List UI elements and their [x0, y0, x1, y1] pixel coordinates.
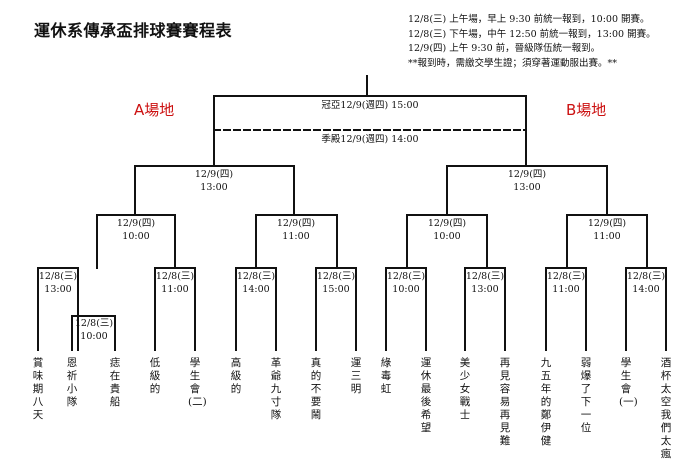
- match-date: 12/9(四): [195, 169, 233, 180]
- match-date: 12/8(三): [387, 271, 425, 282]
- team-name: 痣在貴船: [109, 357, 121, 408]
- match-date: 12/8(三): [39, 271, 77, 282]
- match-time: 11:00: [593, 231, 620, 242]
- team-name: 綠毒虹: [380, 357, 392, 395]
- match-time: 15:00: [322, 284, 349, 295]
- match-time: 13:00: [471, 284, 498, 295]
- match-time: 14:00: [632, 284, 659, 295]
- round1-line: [315, 267, 357, 351]
- venue-b-label: B場地: [566, 101, 607, 119]
- match-time: 13:00: [513, 182, 540, 193]
- team-name: 九五年的鄭伊健: [540, 357, 552, 447]
- quarter-line: [406, 214, 488, 269]
- match-time: 11:00: [161, 284, 188, 295]
- team-name: 運休最後希望: [420, 357, 432, 434]
- match-date: 12/8(三): [466, 271, 504, 282]
- match-date: 12/8(三): [547, 271, 585, 282]
- third-place-label: 季殿12/9(週四) 14:00: [321, 133, 418, 145]
- final-line: [213, 75, 527, 167]
- semi-b-line: [446, 165, 608, 216]
- round1-line: [464, 267, 506, 351]
- match-date: 12/9(四): [588, 218, 626, 229]
- match-date: 12/9(四): [277, 218, 315, 229]
- page-title: 運休系傳承盃排球賽賽程表: [34, 21, 233, 40]
- team-name: 弱爆了下一位: [580, 357, 592, 434]
- match-date: 12/8(三): [317, 271, 355, 282]
- match-time: 10:00: [433, 231, 460, 242]
- round1-line: [385, 267, 427, 351]
- team-name: 酒杯太空我們太瘋: [660, 357, 672, 460]
- note-line: 12/8(三) 下午場，中午 12:50 前統一報到，13:00 開賽。: [408, 28, 656, 40]
- match-date: 12/8(三): [75, 318, 113, 329]
- team-name: 美少女戰士: [459, 357, 471, 421]
- match-date: 12/9(四): [117, 218, 155, 229]
- match-date: 12/8(三): [156, 271, 194, 282]
- quarter-line: [255, 214, 338, 269]
- match-time: 11:00: [282, 231, 309, 242]
- round1-line: [235, 267, 277, 351]
- note-line: **報到時，需繳交學生證；須穿著運動服出賽。**: [408, 57, 618, 69]
- quarter-line: [96, 214, 176, 269]
- match-time: 13:00: [200, 182, 227, 193]
- quarter-line: [566, 214, 648, 269]
- match-date: 12/9(四): [428, 218, 466, 229]
- team-name: 運三明: [350, 357, 362, 395]
- venue-a-label: A場地: [134, 101, 175, 119]
- team-name: 高級的: [230, 357, 242, 395]
- team-name: 再見容易再見難: [499, 357, 511, 447]
- match-date: 12/8(三): [237, 271, 275, 282]
- match-date: 12/8(三): [627, 271, 665, 282]
- team-name: 學生會(二): [188, 357, 207, 408]
- match-time: 10:00: [122, 231, 149, 242]
- match-time: 14:00: [242, 284, 269, 295]
- match-time: 13:00: [44, 284, 71, 295]
- team-name: 恩祈小隊: [66, 357, 78, 408]
- semi-a-line: [134, 165, 295, 216]
- final-label: 冠亞12/9(週四) 15:00: [321, 99, 418, 111]
- team-name: 學生會(一): [619, 357, 638, 408]
- round1-line: [154, 267, 196, 351]
- note-line: 12/9(四) 上午 9:30 前，晉級隊伍統一報到。: [408, 43, 601, 54]
- team-name: 低級的: [149, 357, 161, 395]
- round1-line: [625, 267, 667, 351]
- note-line: 12/8(三) 上午場，早上 9:30 前統一報到，10:00 開賽。: [408, 14, 650, 25]
- match-time: 11:00: [552, 284, 579, 295]
- match-time: 10:00: [392, 284, 419, 295]
- match-time: 10:00: [80, 331, 107, 342]
- prelim-line: [71, 315, 116, 351]
- round1-line: [37, 267, 79, 351]
- team-name: 真的不要鬧: [310, 357, 322, 421]
- schedule-notes: 12/8(三) 上午場，早上 9:30 前統一報到，10:00 開賽。 12/8…: [408, 13, 656, 71]
- round1-line: [545, 267, 587, 351]
- match-date: 12/9(四): [508, 169, 546, 180]
- team-name: 賞味期八天: [32, 357, 44, 421]
- team-name: 革爺九寸隊: [270, 357, 282, 421]
